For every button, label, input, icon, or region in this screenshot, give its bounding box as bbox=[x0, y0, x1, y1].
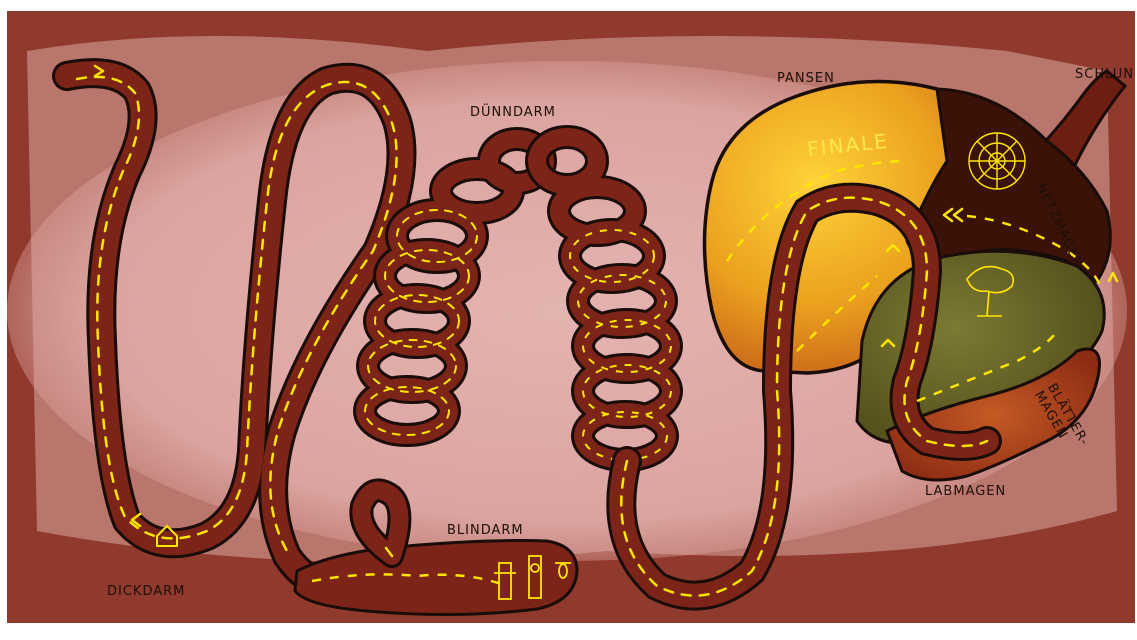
label-labmagen: LABMAGEN bbox=[925, 484, 1006, 499]
board-artwork bbox=[7, 11, 1135, 623]
spiderweb-icon bbox=[969, 133, 1025, 189]
label-blinddarm: BLINDARM bbox=[447, 523, 524, 538]
label-duenndarm: DÜNNDARM bbox=[470, 105, 556, 120]
label-dickdarm: DICKDARM bbox=[107, 584, 185, 599]
game-board: SCHLUND PANSEN NETZMAGEN BLÄTTER- MAGEN … bbox=[7, 11, 1135, 623]
label-pansen: PANSEN bbox=[777, 71, 835, 86]
label-schlund: SCHLUND bbox=[1075, 67, 1135, 82]
